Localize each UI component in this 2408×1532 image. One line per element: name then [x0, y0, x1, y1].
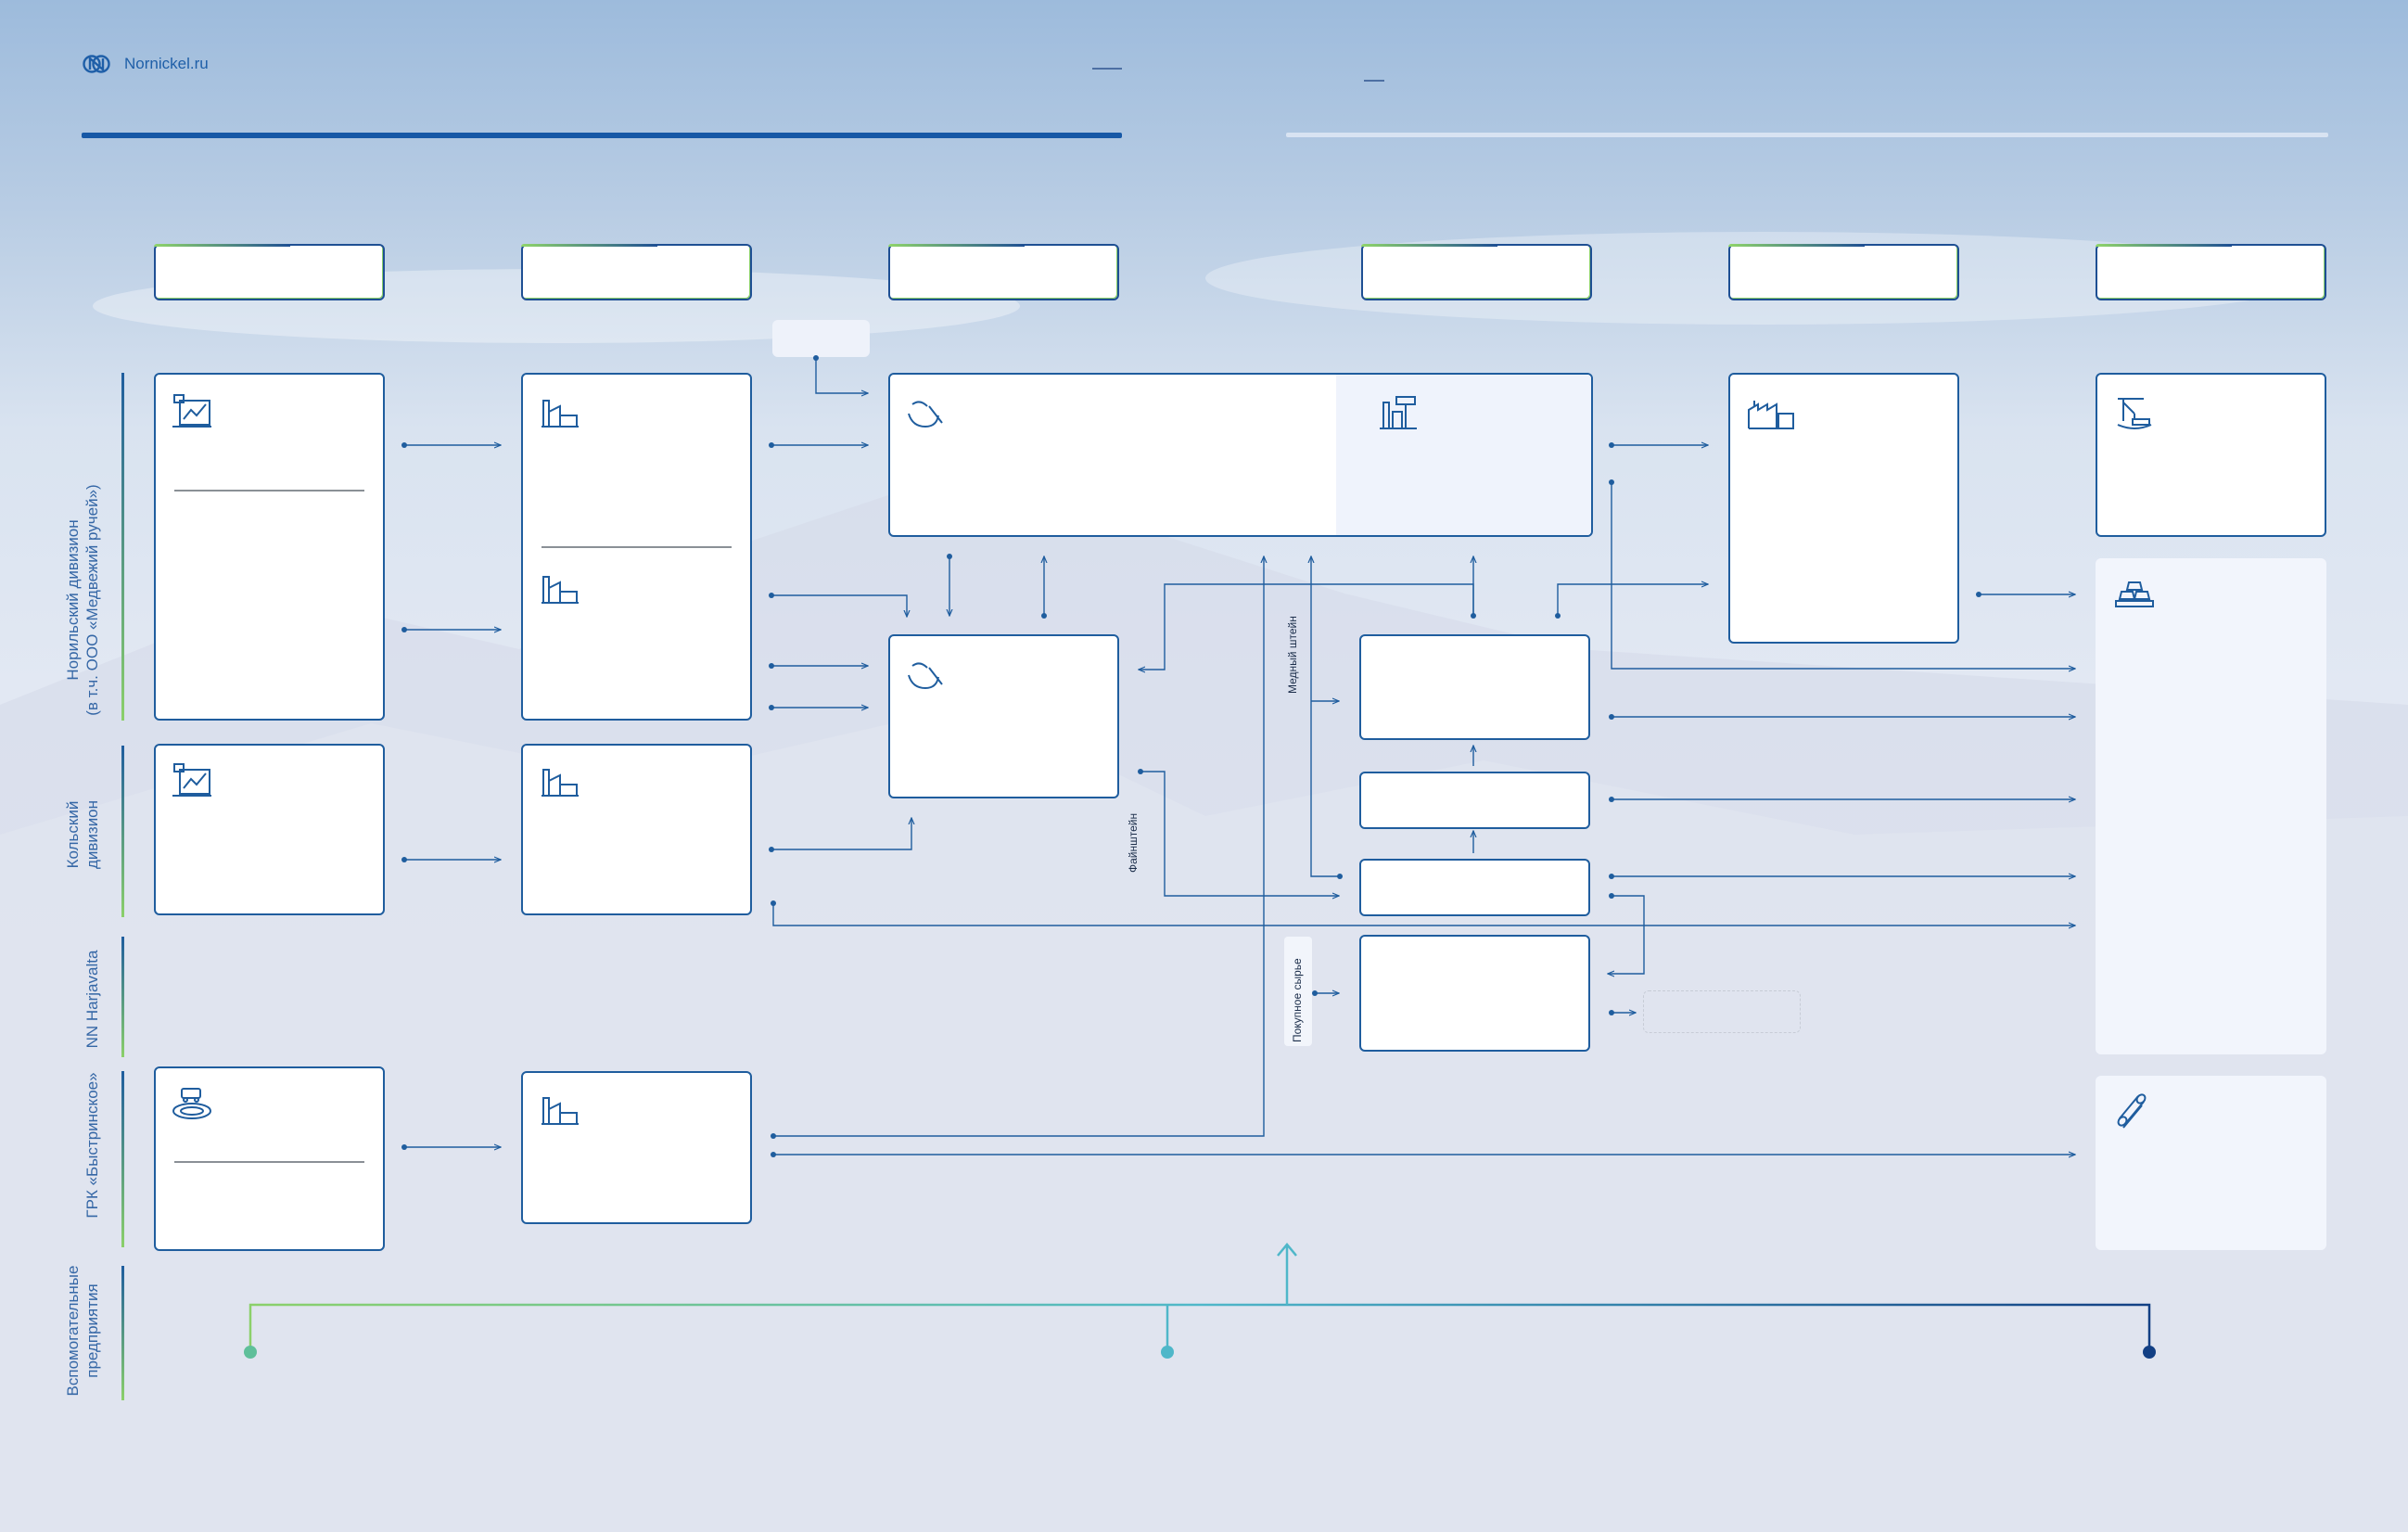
- side-bar-norilsk: [121, 373, 124, 721]
- flow-label-copper-matte: Медный штейн: [1286, 616, 1299, 694]
- metals-panel: [2096, 558, 2326, 1054]
- side-bar-auxiliary: [121, 1266, 124, 1400]
- column-header-concentration: [521, 244, 752, 300]
- refining-box-1: [1359, 634, 1590, 740]
- divider: [541, 546, 732, 548]
- column-header-mining: [154, 244, 385, 300]
- side-bar-harjavalta: [121, 937, 124, 1057]
- site-link[interactable]: Nornickel.ru: [124, 55, 209, 72]
- open-pit-excavator-icon: [172, 1088, 211, 1119]
- division-label-norilsk: Норильский дивизион(в т.ч. ООО «Медвежий…: [64, 484, 101, 716]
- factory-icon: [1748, 401, 1794, 429]
- input-tag: [772, 320, 870, 357]
- column-header-metallurgy: [1728, 244, 1959, 300]
- plant-conveyor-icon: [541, 1097, 579, 1125]
- pipes-icon: [2117, 1093, 2147, 1129]
- plant-conveyor-icon: [541, 576, 579, 604]
- header-dash: [1364, 80, 1384, 82]
- side-bar-bystrinskoye: [121, 1071, 124, 1247]
- refining-box-harjavalta: [1359, 935, 1590, 1052]
- placeholder-box: [1643, 990, 1801, 1033]
- smelter-ladle-icon: [908, 401, 943, 428]
- side-bar-kola: [121, 746, 124, 917]
- column-header-smelting: [888, 244, 1119, 300]
- mining-box-norilsk: [154, 373, 385, 721]
- refining-section: [1336, 375, 1591, 535]
- mining-box-kola: [154, 744, 385, 915]
- concentration-box-kola: [521, 744, 752, 915]
- divider: [174, 490, 364, 492]
- plant-conveyor-icon: [541, 769, 579, 797]
- concentration-box-bystrinskoye: [521, 1071, 752, 1224]
- mine-scheme-icon: [172, 763, 211, 797]
- site-header: Nornickel.ru: [82, 54, 209, 74]
- column-header-sales: [2096, 244, 2326, 300]
- plant-conveyor-icon: [541, 400, 579, 428]
- nornickel-logo-icon: [83, 55, 110, 73]
- mine-scheme-icon: [172, 394, 211, 428]
- concentration-box-norilsk: [521, 373, 752, 721]
- refining-box-2: [1359, 772, 1590, 829]
- header-dash: [1092, 68, 1122, 70]
- divider: [174, 1161, 364, 1163]
- smelter-ladle-icon: [908, 662, 943, 690]
- division-label-bystrinskoye: ГРК «Быстринское»: [83, 1072, 101, 1219]
- pipes-panel: [2096, 1076, 2326, 1250]
- ingots-icon: [2115, 581, 2154, 607]
- port-crane-icon: [2117, 398, 2152, 429]
- smelting-refining-box-norilsk: [888, 373, 1593, 537]
- header-rule-primary: [82, 133, 1122, 138]
- column-header-refining: [1361, 244, 1592, 300]
- flow-label-purchased-raw: Покупное сырье: [1291, 958, 1304, 1042]
- flow-label-fine-matte: Файнштейн: [1127, 812, 1140, 873]
- purchased-raw-label-bg: [1284, 937, 1312, 1046]
- header-rule-secondary: [1286, 133, 2328, 137]
- division-label-harjavalta: NN Harjavalta: [83, 950, 101, 1049]
- refining-box-3: [1359, 859, 1590, 916]
- logistics-box: [2096, 373, 2326, 537]
- refinery-icon: [1380, 396, 1417, 429]
